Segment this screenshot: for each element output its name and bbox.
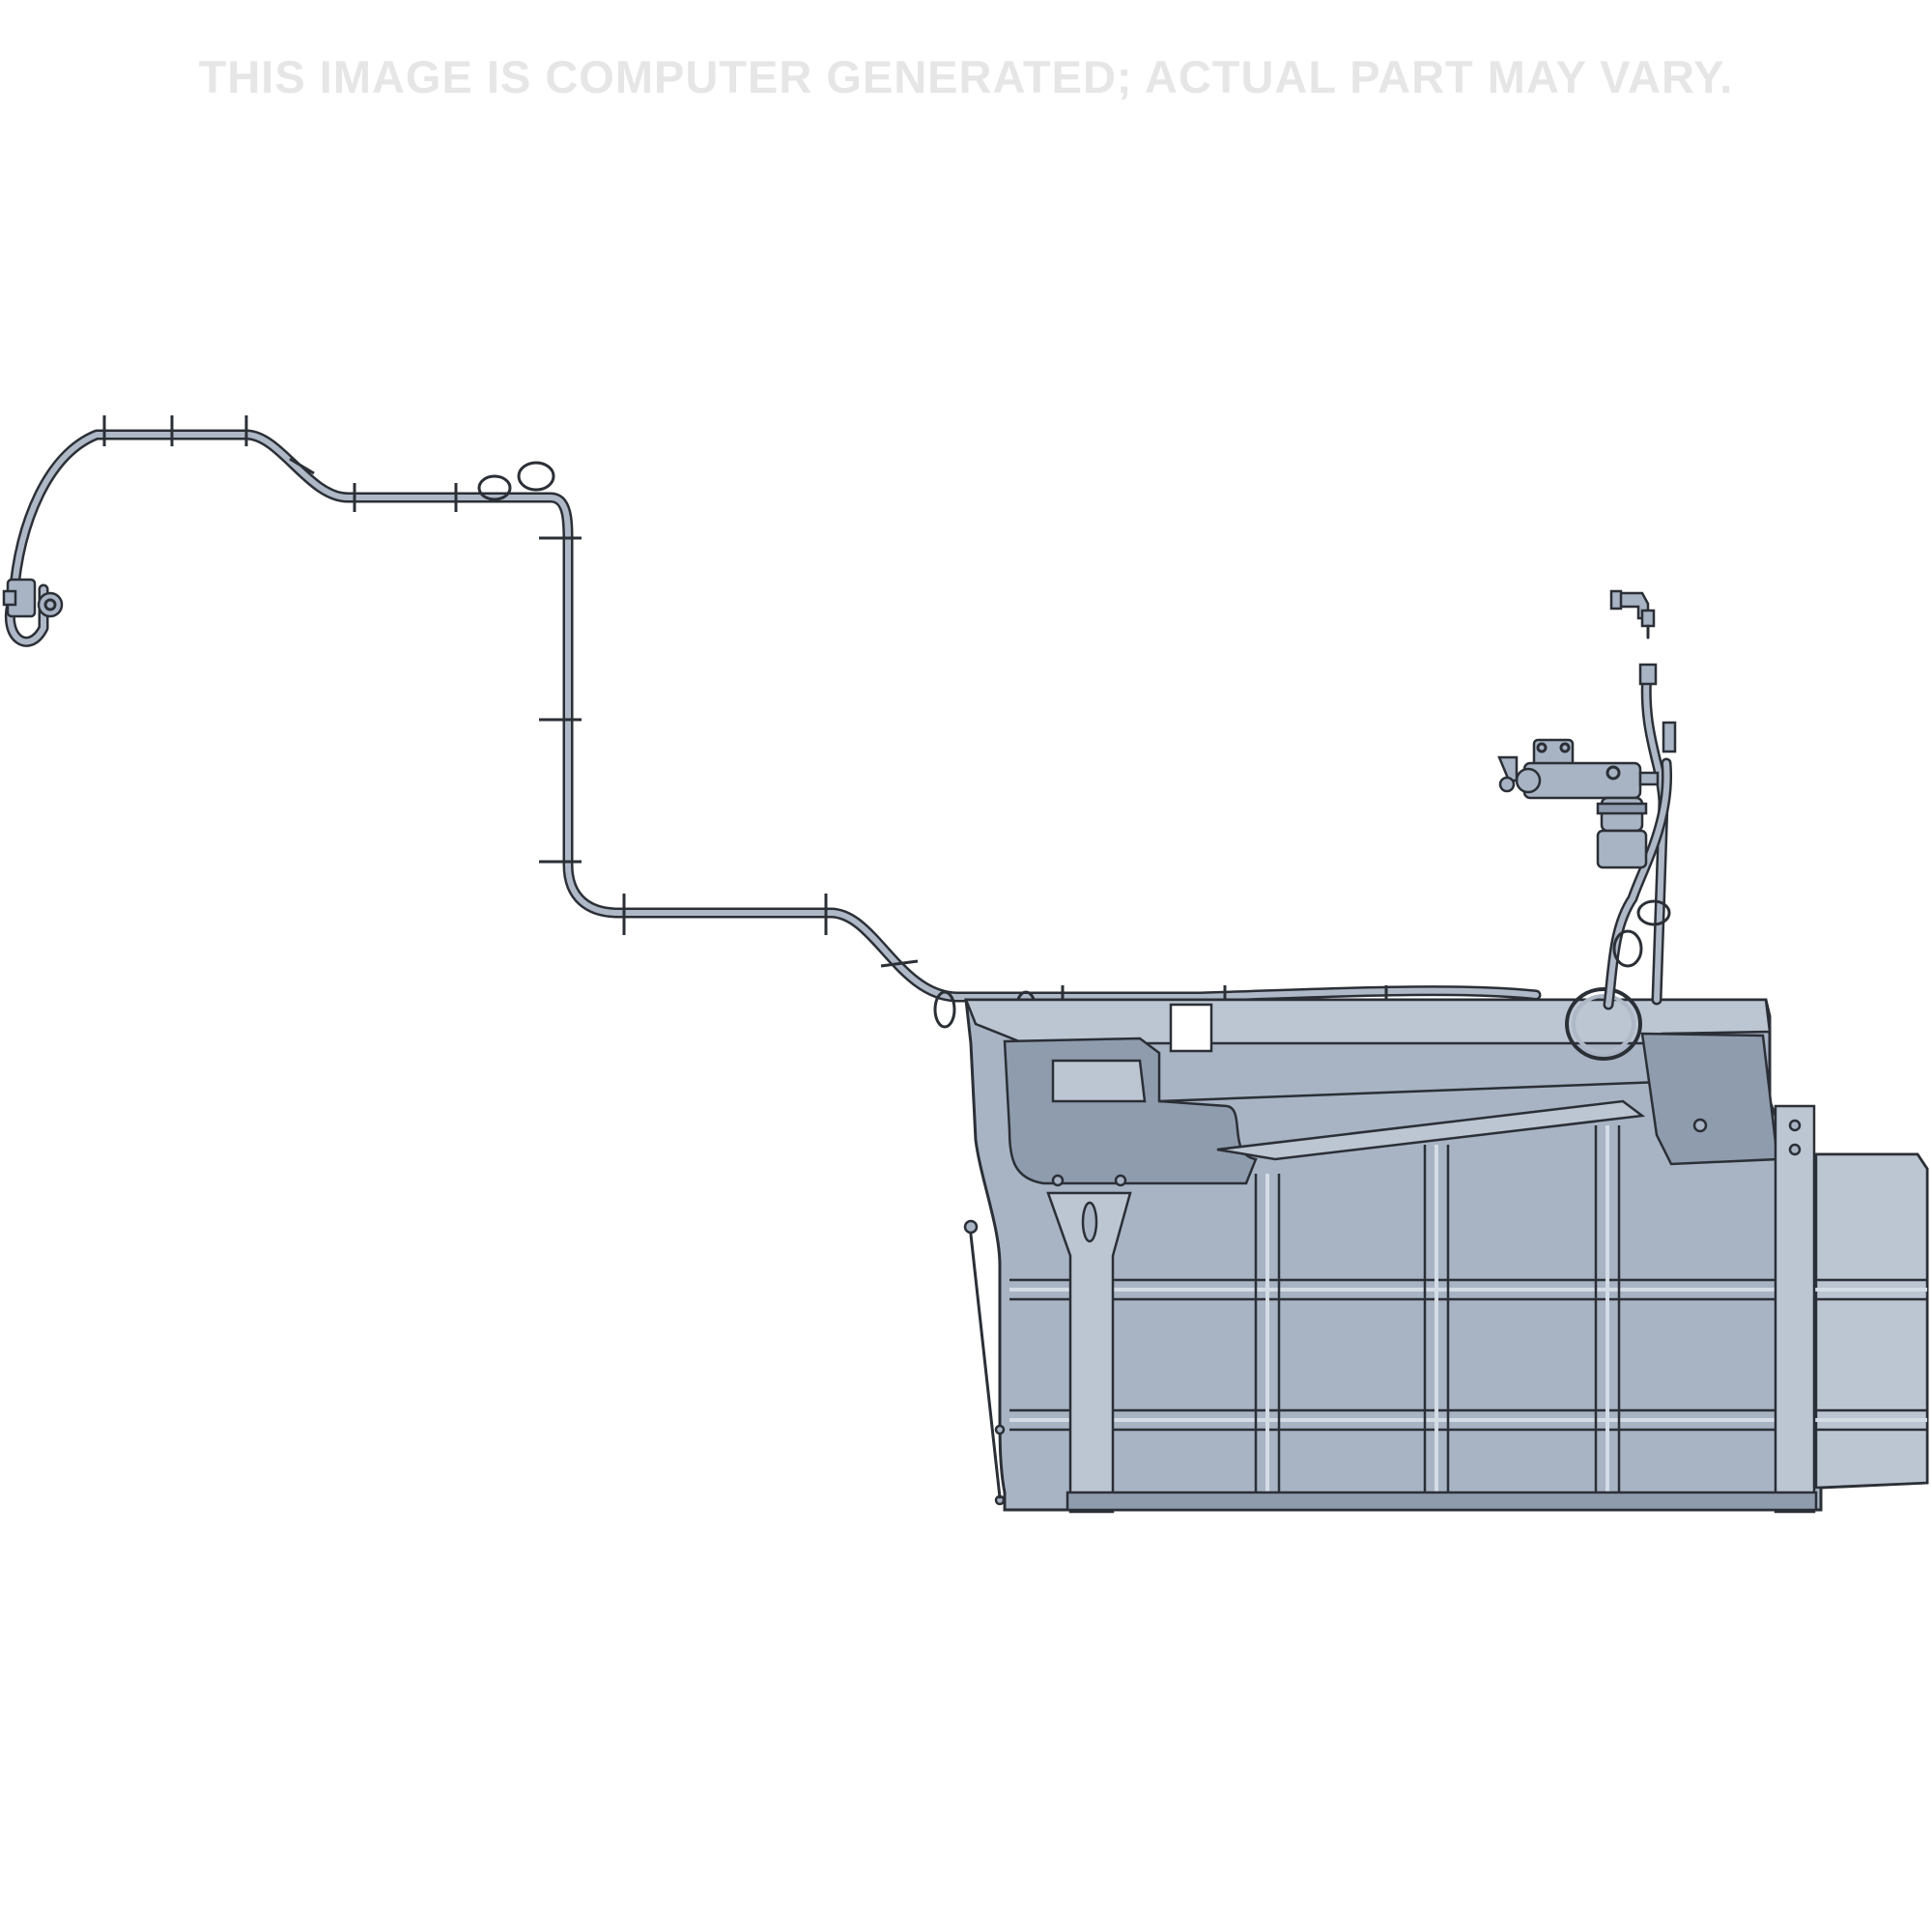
line-clips (102, 415, 1388, 1029)
filler-neck-ring (1565, 987, 1642, 1061)
fuel-tank (963, 998, 1929, 1514)
tank-strap-front (1046, 1174, 1132, 1514)
end-connector (2, 578, 64, 618)
sending-unit-filter (1497, 663, 1677, 1010)
tank-strap-rear (1774, 1104, 1816, 1514)
disclaimer-text: THIS IMAGE IS COMPUTER GENERATED; ACTUAL… (198, 51, 1734, 102)
vent-fitting (1609, 589, 1656, 639)
fuel-line (4, 429, 1542, 1003)
